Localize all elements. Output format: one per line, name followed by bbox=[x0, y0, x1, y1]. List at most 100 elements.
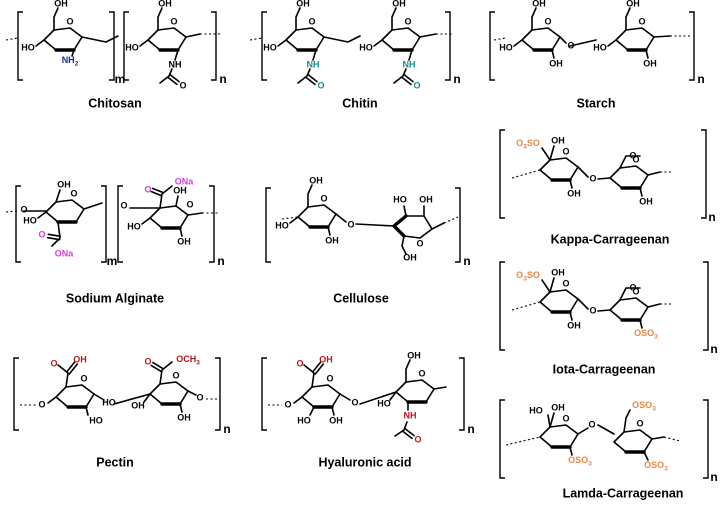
carbonyl-bond bbox=[152, 361, 164, 370]
ring-bond bbox=[569, 433, 579, 448]
ring-bond bbox=[75, 208, 85, 223]
left-bracket bbox=[499, 129, 505, 219]
atom-label: ONa bbox=[55, 248, 75, 258]
atom-label: O bbox=[317, 80, 324, 90]
carbonyl-bond bbox=[404, 427, 415, 437]
atom-label: O bbox=[50, 358, 57, 368]
ring-bond bbox=[85, 393, 95, 408]
ch2oh-bond bbox=[531, 7, 537, 31]
glycosidic-bond bbox=[47, 396, 57, 404]
ring-bond bbox=[619, 297, 649, 308]
carbonyl-bond bbox=[401, 76, 412, 86]
oh-bond bbox=[389, 391, 397, 401]
amide-bond bbox=[408, 49, 413, 61]
polymer-name: Iota-Carrageenan bbox=[553, 362, 656, 376]
atom-label: O bbox=[179, 80, 186, 90]
atom-label: HO bbox=[377, 398, 391, 408]
carbonyl-bond bbox=[314, 363, 325, 375]
bond bbox=[187, 212, 203, 216]
right-bracket bbox=[459, 357, 465, 431]
oh-bond bbox=[179, 403, 183, 413]
ring-bond bbox=[615, 29, 629, 51]
glycosidic-bond bbox=[323, 35, 361, 43]
left-bracket bbox=[261, 11, 267, 81]
atom-label: OH bbox=[173, 185, 187, 195]
oh-bond bbox=[547, 414, 551, 428]
left-bracket bbox=[261, 357, 267, 431]
carbonyl-bond bbox=[46, 236, 61, 241]
glycosidic-bond bbox=[569, 39, 597, 47]
chain-continuation bbox=[663, 436, 681, 442]
atom-label: HO bbox=[21, 42, 35, 52]
atom-label: O3SO bbox=[516, 270, 540, 282]
atom-label: OH bbox=[309, 175, 323, 185]
carbonyl-bond bbox=[167, 76, 178, 86]
atom-label: OSO3 bbox=[634, 328, 658, 340]
oh-bond bbox=[309, 406, 315, 416]
atom-label: OH bbox=[419, 194, 433, 204]
atom-label: OH bbox=[551, 267, 565, 277]
right-bracket bbox=[703, 399, 709, 479]
glycosidic-bond bbox=[359, 391, 397, 405]
polymer-name: Cellulose bbox=[333, 291, 389, 305]
ring-bond bbox=[619, 165, 649, 176]
atom-label: OCH3 bbox=[176, 354, 200, 366]
atom-label: NH bbox=[404, 410, 417, 420]
atom-label: O bbox=[638, 16, 645, 26]
carbonyl-bond bbox=[151, 187, 164, 194]
ch2oh-bond bbox=[53, 7, 59, 31]
atom-label: O bbox=[416, 238, 423, 248]
atom-label: O bbox=[70, 188, 77, 198]
ring-bond bbox=[73, 36, 83, 51]
ch2oh-bond bbox=[307, 184, 313, 208]
ring-bond bbox=[331, 393, 341, 408]
oh-bond bbox=[143, 393, 151, 403]
right-bracket bbox=[209, 185, 215, 263]
atom-label: OH bbox=[319, 354, 333, 364]
glycosidic-bond bbox=[93, 393, 105, 401]
ester-bond bbox=[159, 361, 173, 385]
atom-label: O bbox=[632, 154, 639, 164]
chain-continuation bbox=[511, 169, 541, 179]
oh-bond bbox=[35, 39, 45, 47]
atom-label: OH bbox=[403, 252, 417, 262]
atom-label: OH bbox=[54, 0, 68, 8]
ring-bond bbox=[179, 390, 189, 405]
polymer-name: Chitosan bbox=[88, 96, 141, 110]
atom-label: O bbox=[308, 16, 315, 26]
ring-bond bbox=[147, 29, 161, 51]
atom-label: OH bbox=[643, 58, 657, 68]
atom-label: O bbox=[296, 358, 303, 368]
ch2oh-bond bbox=[625, 7, 631, 31]
polymer-name: Chitin bbox=[342, 96, 377, 110]
atom-label: O bbox=[196, 392, 203, 402]
repeat-index: n bbox=[710, 342, 717, 356]
atom-label: HO bbox=[275, 220, 289, 230]
left-bracket bbox=[499, 399, 505, 479]
glycosidic-bond bbox=[335, 213, 347, 223]
repeat-index: n bbox=[467, 422, 474, 436]
repeat-index: n bbox=[219, 72, 226, 86]
atom-label: O bbox=[284, 399, 291, 409]
oh-bond bbox=[141, 217, 151, 225]
oh-bond bbox=[289, 216, 299, 224]
left-bracket bbox=[15, 185, 21, 263]
left-bracket bbox=[117, 185, 123, 263]
atom-label: NH2 bbox=[62, 55, 79, 67]
atom-label: OH bbox=[551, 402, 565, 412]
atom-label: O bbox=[20, 204, 27, 214]
glycosidic-bond bbox=[83, 202, 103, 210]
ring-bond bbox=[327, 213, 337, 228]
carbonyl-bond bbox=[47, 233, 62, 238]
ring-bond bbox=[55, 199, 85, 210]
atom-label: HO bbox=[529, 405, 543, 415]
ring-bond bbox=[149, 207, 163, 229]
glycosidic-bond bbox=[113, 393, 151, 405]
ring-bond bbox=[177, 36, 187, 51]
